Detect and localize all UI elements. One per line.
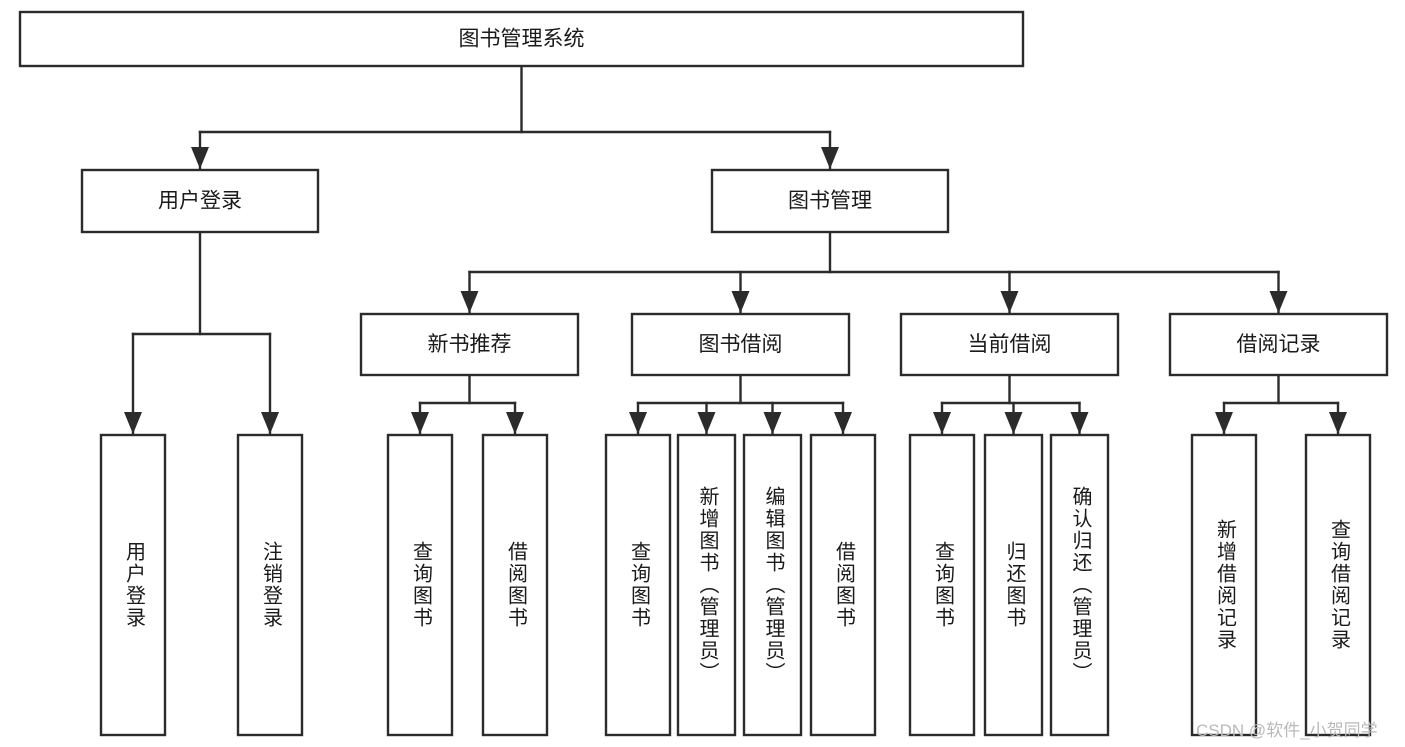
node-label-book-management: 图书管理	[788, 190, 872, 213]
arrow-head-icon	[460, 291, 479, 313]
arrow-head-icon	[834, 412, 852, 434]
node-box-leaf-query-book-borrow[interactable]	[604, 433, 672, 737]
arrow-head-icon	[1215, 412, 1233, 434]
arrow-head-icon	[1329, 412, 1347, 434]
node-box-book-management[interactable]	[710, 168, 950, 234]
arrow-head-icon	[261, 412, 279, 434]
node-box-leaf-borrow-book[interactable]	[809, 433, 877, 737]
arrow-head-icon	[763, 412, 782, 434]
node-box-leaf-add-book[interactable]	[676, 433, 737, 737]
node-box-current-borrow[interactable]	[899, 312, 1120, 377]
node-box-borrow-record[interactable]	[1168, 312, 1389, 377]
node-label-root: 图书管理系统	[459, 28, 585, 51]
arrow-head-icon	[124, 412, 142, 434]
arrow-head-icon	[1269, 291, 1288, 313]
node-box-root[interactable]	[18, 10, 1025, 68]
node-label-current-borrow: 当前借阅	[968, 333, 1052, 356]
node-label-book-borrow: 图书借阅	[699, 333, 783, 356]
arrow-head-icon	[821, 147, 839, 169]
node-label-user-login: 用户登录	[158, 190, 242, 213]
arrow-head-icon	[731, 291, 750, 313]
csdn-watermark: CSDN @软件_小贺同学	[1196, 721, 1378, 740]
arrow-head-icon	[629, 412, 647, 434]
arrow-head-icon	[411, 412, 429, 434]
node-box-leaf-query-book-rec[interactable]	[386, 433, 454, 737]
node-box-leaf-borrow-book-rec[interactable]	[481, 433, 549, 737]
arrow-head-icon	[697, 412, 716, 434]
node-box-book-borrow[interactable]	[630, 312, 851, 377]
node-box-leaf-return-book[interactable]	[983, 433, 1044, 737]
node-label-borrow-record: 借阅记录	[1237, 333, 1321, 356]
arrow-head-icon	[1070, 412, 1089, 434]
arrow-head-icon	[506, 412, 524, 434]
node-box-leaf-query-book-current[interactable]	[908, 433, 976, 737]
node-box-user-login[interactable]	[80, 168, 320, 234]
node-box-leaf-confirm-return[interactable]	[1049, 433, 1110, 737]
arrow-head-icon	[1004, 412, 1023, 434]
node-box-leaf-user-login[interactable]	[99, 433, 167, 737]
node-box-leaf-edit-book[interactable]	[742, 433, 803, 737]
node-label-new-book-recommend: 新书推荐	[428, 333, 512, 356]
node-box-new-book-recommend[interactable]	[359, 312, 580, 377]
boxes-layer	[18, 10, 1389, 737]
arrow-head-icon	[191, 147, 209, 169]
arrow-head-icon	[933, 412, 951, 434]
node-box-leaf-query-record[interactable]	[1304, 433, 1372, 737]
connectors-layer	[124, 64, 1347, 435]
node-box-leaf-add-record[interactable]	[1190, 433, 1258, 737]
arrow-head-icon	[1000, 291, 1019, 313]
node-box-leaf-logout[interactable]	[236, 433, 304, 737]
